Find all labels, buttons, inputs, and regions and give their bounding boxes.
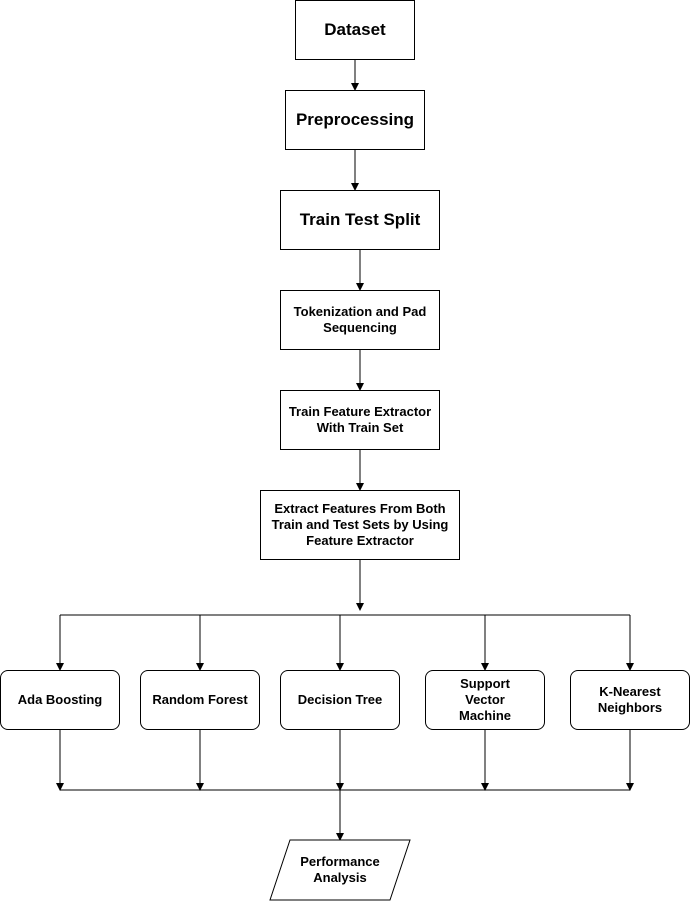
- train-test-split-node: Train Test Split: [280, 190, 440, 250]
- performance-analysis-parallelogram: [269, 839, 411, 901]
- classifier-k-nearest-neighbors: K-Nearest Neighbors: [570, 670, 690, 730]
- tokenization-node: Tokenization and Pad Sequencing: [280, 290, 440, 350]
- extract-features-node: Extract Features From Both Train and Tes…: [260, 490, 460, 560]
- classifier-ada-boosting: Ada Boosting: [0, 670, 120, 730]
- classifier-decision-tree: Decision Tree: [280, 670, 400, 730]
- dataset-node: Dataset: [295, 0, 415, 60]
- classifier-support-vector-machine: Support Vector Machine: [425, 670, 545, 730]
- train-feature-extractor-node: Train Feature Extractor With Train Set: [280, 390, 440, 450]
- performance-analysis-label: Performance Analysis: [300, 853, 380, 885]
- preprocessing-node: Preprocessing: [285, 90, 425, 150]
- classifier-random-forest: Random Forest: [140, 670, 260, 730]
